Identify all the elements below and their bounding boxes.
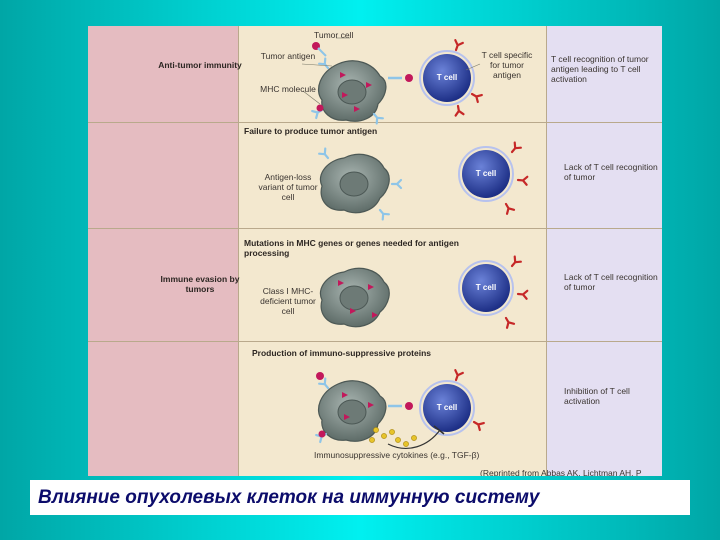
- row1-receptor-2: [468, 89, 483, 104]
- caption-box: Влияние опухолевых клеток на иммунную си…: [30, 480, 690, 515]
- row1-t-cell: [419, 50, 475, 106]
- row4-tcell-label: T cell: [436, 403, 458, 412]
- row2-mhc-2: [390, 178, 403, 190]
- row2-result: Lack of T cell recognition of tumor: [564, 162, 658, 182]
- row3-tumor-cell: [319, 267, 390, 328]
- row3-t-cell: [458, 260, 514, 316]
- row1-tcell-label: T cell: [436, 73, 458, 82]
- tumor-cell-label: Tumor cell: [314, 30, 354, 40]
- tumor-antigen-label: Tumor antigen: [260, 51, 316, 61]
- row2-t-cell: [458, 146, 514, 202]
- row1-antigen-3: [340, 72, 346, 78]
- row4-receptor-2: [470, 417, 485, 432]
- row1-stalk: [317, 47, 327, 57]
- row2-tcell-label: T cell: [475, 169, 497, 178]
- row1-receptor-1: [451, 39, 464, 53]
- row3-receptor-1: [507, 255, 522, 270]
- right-column: [546, 26, 662, 476]
- row2-illustration: [318, 141, 529, 221]
- row2-receptor-2: [516, 174, 529, 186]
- row-divider-2: [88, 228, 662, 229]
- row3-receptor-2: [516, 288, 529, 300]
- row-divider-3: [88, 341, 662, 342]
- row1-antigen-6: [366, 82, 372, 88]
- row2-receptor-1: [507, 141, 522, 156]
- caption-text: Влияние опухолевых клеток на иммунную си…: [38, 487, 540, 508]
- row4-inhibition-arrow: [387, 429, 441, 449]
- row2-cell-label: Antigen-loss variant of tumor cell: [258, 172, 318, 202]
- row1-antigen-4: [342, 92, 348, 98]
- row4-header: Production of immuno-suppressive protein…: [252, 348, 431, 358]
- footer-citation: (Reprinted from Abbas AK, Lichtman AH, P: [480, 468, 642, 476]
- row3-receptor-3: [501, 314, 516, 329]
- row4-illustration: [315, 369, 485, 449]
- row2-header: Failure to produce tumor antigen: [244, 126, 378, 136]
- row1-result: T cell recognition of tumor antigen lead…: [551, 54, 649, 84]
- row4-receptor-1: [451, 369, 464, 383]
- left-column: [88, 26, 238, 476]
- row2-receptor-3: [501, 200, 516, 215]
- row1-antigen-bound: [405, 74, 413, 82]
- row3-result: Lack of T cell recognition of tumor: [564, 272, 658, 292]
- cell-illustrations: [301, 37, 529, 449]
- column-divider-left: [238, 26, 239, 476]
- row3-cell-label: Class I MHC-deficient tumor cell: [260, 286, 316, 316]
- row3-header: Mutations in MHC genes or genes needed f…: [244, 238, 459, 258]
- row1-antigen-5: [354, 106, 360, 112]
- row2-tumor-cell: [319, 153, 390, 214]
- mhc-molecule-label: MHC molecule: [260, 84, 316, 94]
- row1-tumor-cell: [317, 60, 387, 122]
- row4-t-cell: [419, 380, 475, 436]
- cytokine-label: Immunosuppressive cytokines (e.g., TGF-β…: [314, 450, 480, 460]
- column-divider-right: [546, 26, 547, 476]
- tcell-specific-label: T cell specific for tumor antigen: [481, 50, 533, 80]
- row4-result: Inhibition of T cell activation: [564, 386, 630, 406]
- row1-left-label: Anti-tumor immunity: [158, 60, 242, 70]
- row1-illustration: [301, 37, 483, 125]
- row3-tcell-label: T cell: [475, 283, 497, 292]
- row2-mhc-1: [318, 147, 333, 162]
- tumor-immune-evasion-figure: Anti-tumor immunity Tumor cell Tumor ant…: [88, 26, 662, 476]
- row2-mhc-3: [375, 206, 390, 221]
- row3-illustration: [319, 255, 529, 329]
- row3-left-label: Immune evasion by tumors: [160, 274, 240, 294]
- row1-receptor-3: [452, 104, 465, 117]
- row1-antigen-2: [316, 104, 324, 112]
- row-divider-1: [88, 122, 662, 123]
- row4-cytokines: [369, 427, 417, 447]
